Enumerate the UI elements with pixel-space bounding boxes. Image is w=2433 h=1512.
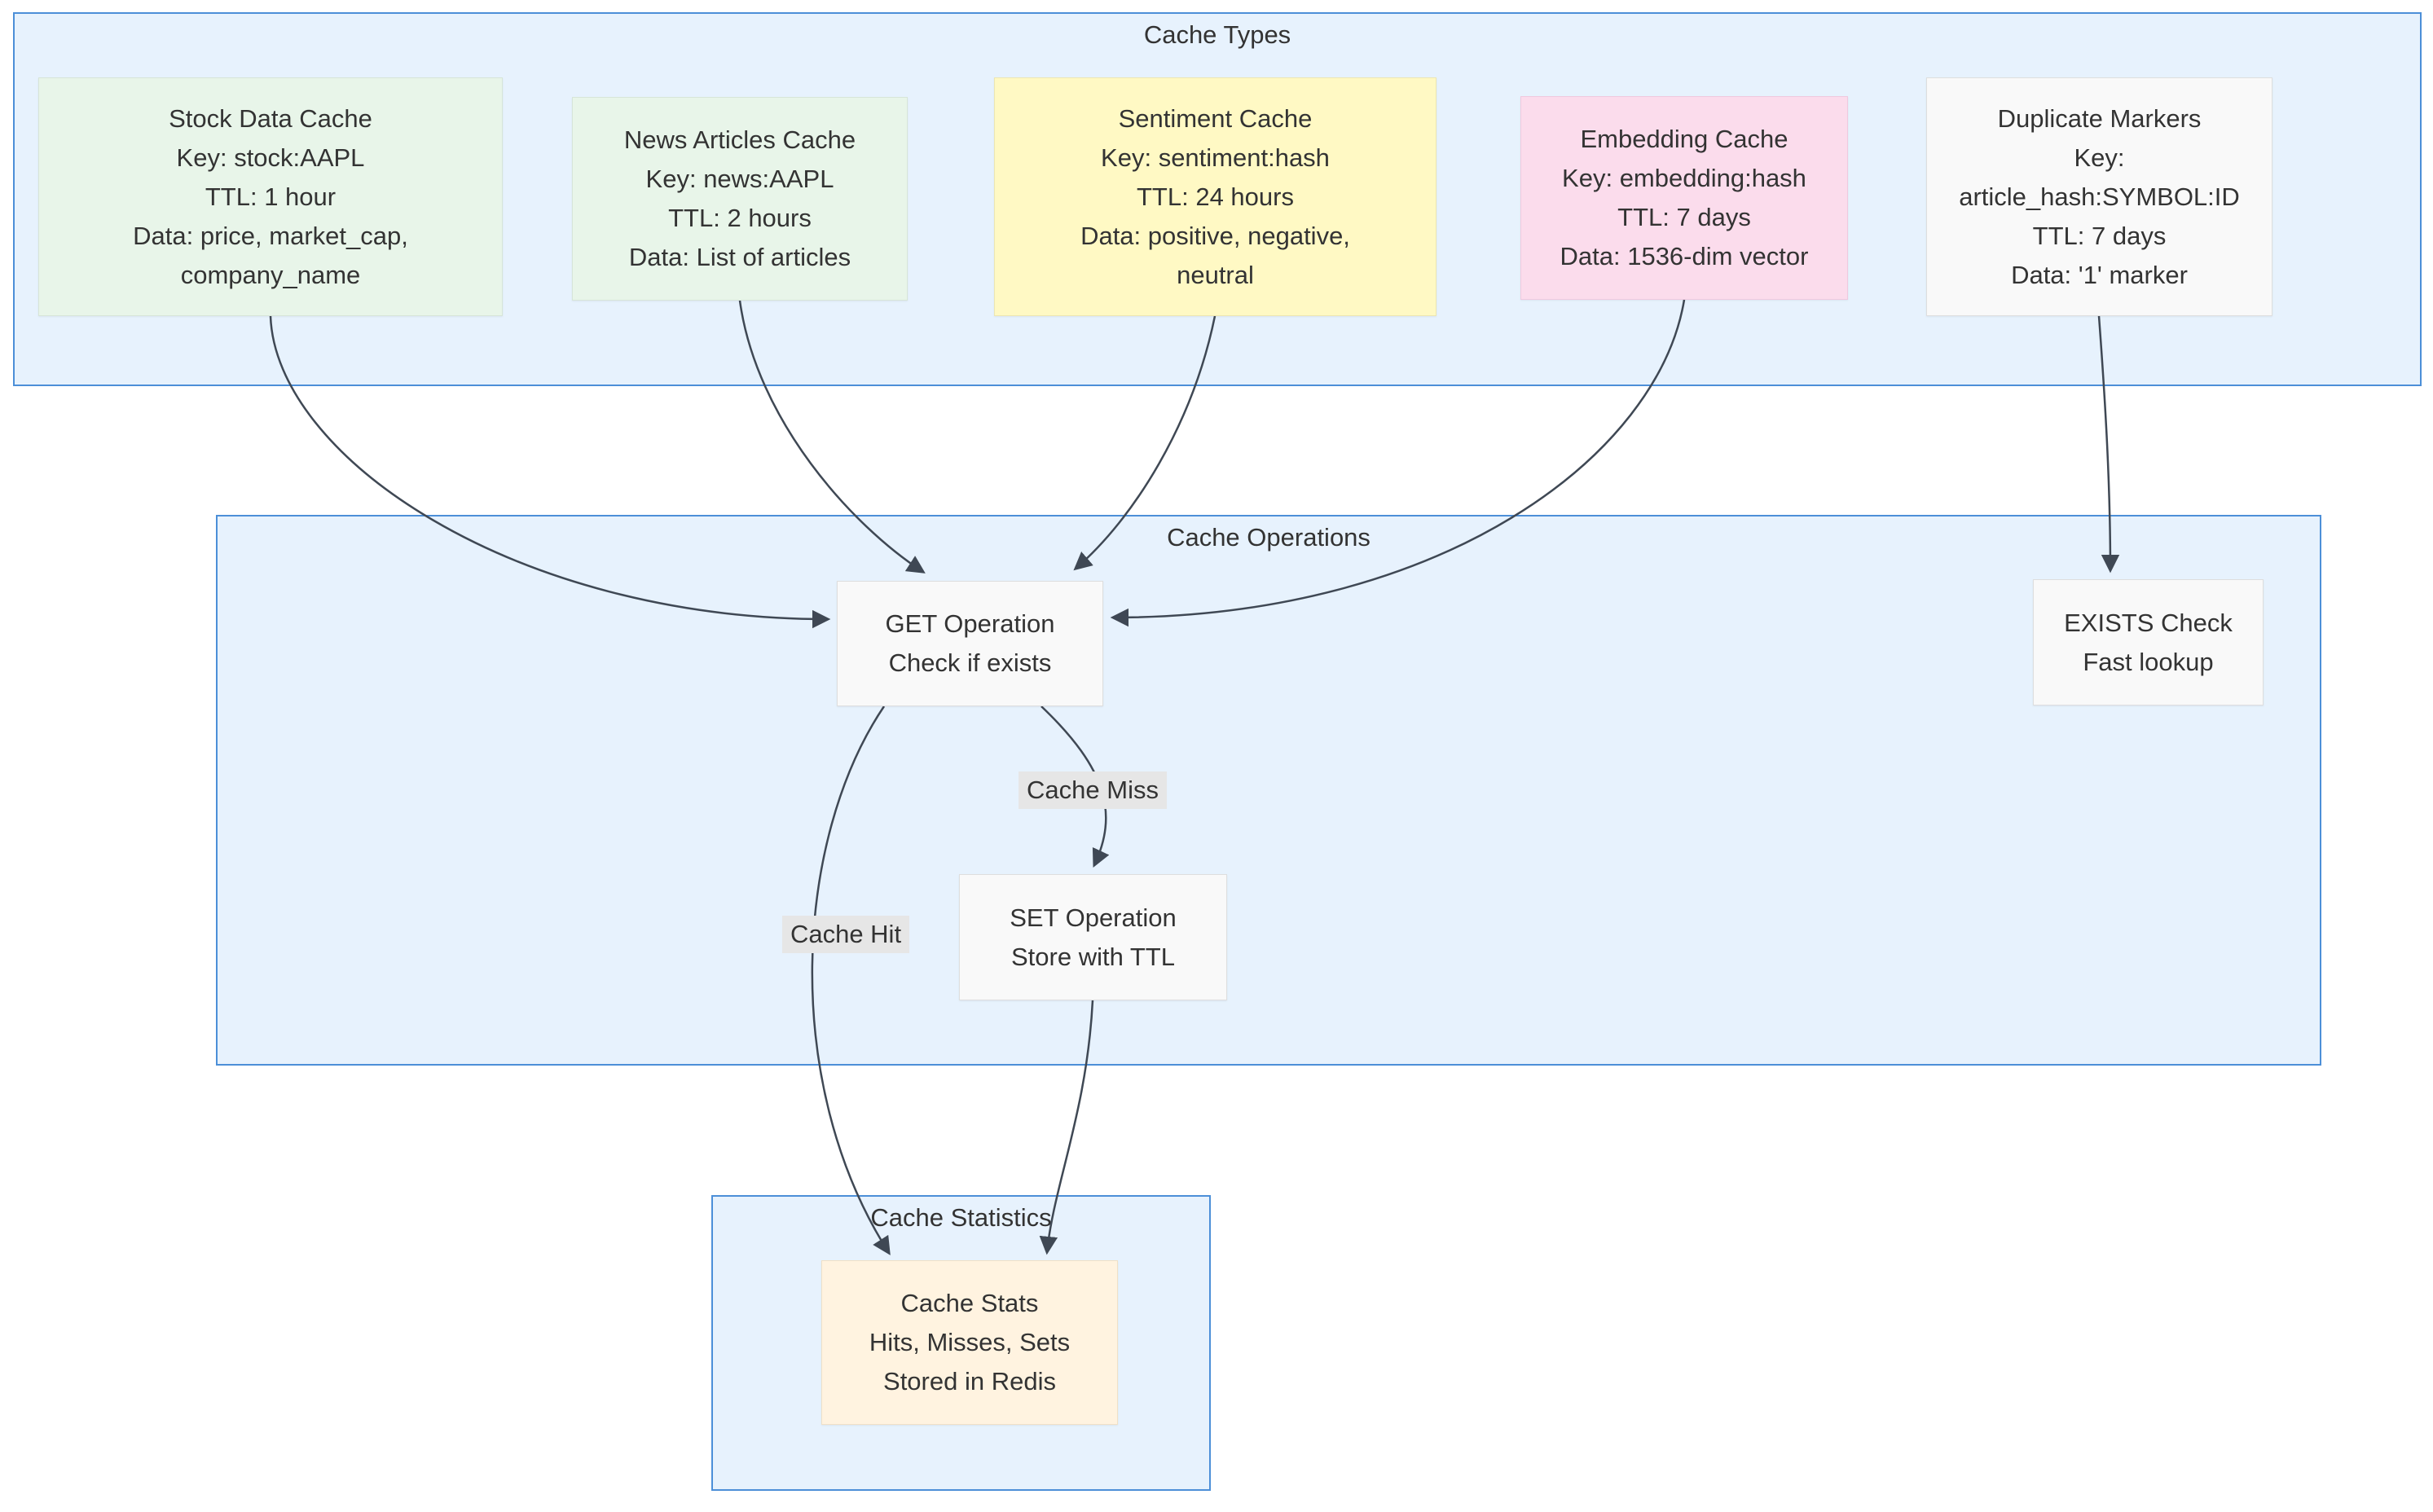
node-get-operation-label: GET Operation Check if exists xyxy=(885,609,1055,677)
node-stock-data-cache: Stock Data Cache Key: stock:AAPL TTL: 1 … xyxy=(38,77,503,316)
node-exists-check-label: EXISTS Check Fast lookup xyxy=(2064,608,2233,676)
node-news-articles-cache: News Articles Cache Key: news:AAPL TTL: … xyxy=(572,97,908,301)
node-duplicate-markers: Duplicate Markers Key: article_hash:SYMB… xyxy=(1926,77,2272,316)
edge-set-to-stats xyxy=(1039,1000,1094,1255)
node-duplicate-markers-label: Duplicate Markers Key: article_hash:SYMB… xyxy=(1959,103,2240,289)
edge-get-to-stats-cache-hit xyxy=(811,705,891,1255)
edge-label-cache-hit: Cache Hit xyxy=(781,916,910,953)
node-cache-stats-label: Cache Stats Hits, Misses, Sets Stored in… xyxy=(869,1289,1071,1396)
edge-sentiment-to-get xyxy=(1073,315,1216,571)
node-sentiment-cache-label: Sentiment Cache Key: sentiment:hash TTL:… xyxy=(1080,103,1350,289)
node-get-operation: GET Operation Check if exists xyxy=(837,581,1103,706)
edge-duplicate-to-exists xyxy=(2097,315,2120,574)
node-news-articles-cache-label: News Articles Cache Key: news:AAPL TTL: … xyxy=(623,125,856,271)
node-sentiment-cache: Sentiment Cache Key: sentiment:hash TTL:… xyxy=(994,77,1436,316)
cluster-cache-operations-title: Cache Operations xyxy=(1167,523,1370,552)
cluster-cache-statistics-title: Cache Statistics xyxy=(870,1203,1052,1232)
edge-label-cache-miss: Cache Miss xyxy=(1019,771,1167,809)
edge-news-to-get xyxy=(738,300,926,574)
node-stock-data-cache-label: Stock Data Cache Key: stock:AAPL TTL: 1 … xyxy=(133,103,408,289)
node-set-operation-label: SET Operation Store with TTL xyxy=(1010,903,1177,971)
node-set-operation: SET Operation Store with TTL xyxy=(959,874,1227,1000)
edge-embedding-to-get xyxy=(1110,299,1686,627)
cluster-cache-types-title: Cache Types xyxy=(1143,20,1291,49)
cluster-cache-operations: Cache Operations xyxy=(216,515,2321,1066)
node-cache-stats: Cache Stats Hits, Misses, Sets Stored in… xyxy=(821,1260,1118,1425)
node-embedding-cache-label: Embedding Cache Key: embedding:hash TTL:… xyxy=(1560,125,1809,270)
edge-stock-to-get xyxy=(269,315,831,629)
node-embedding-cache: Embedding Cache Key: embedding:hash TTL:… xyxy=(1520,96,1848,300)
node-exists-check: EXISTS Check Fast lookup xyxy=(2033,579,2264,705)
